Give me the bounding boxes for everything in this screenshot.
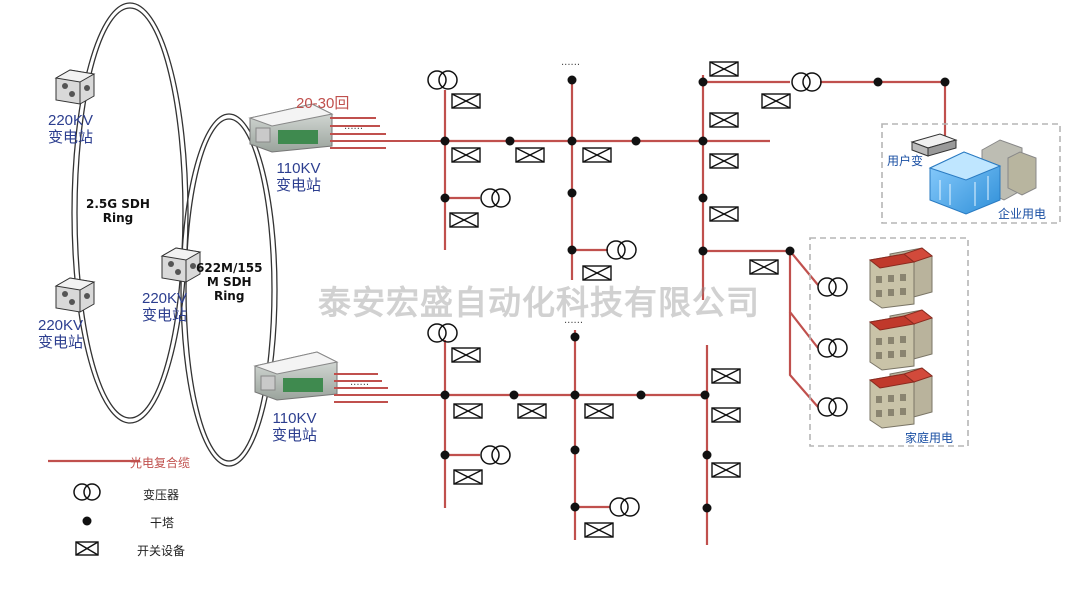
switch-icon [709, 112, 739, 128]
switch-icon [709, 153, 739, 169]
switch-icon [453, 469, 483, 485]
switch-icon [451, 93, 481, 109]
legend-cable-label: 光电复合缆 [130, 456, 191, 470]
switch-icon [709, 61, 739, 77]
inner-sdh-ring [180, 113, 278, 467]
sdh-node-icon [54, 69, 96, 105]
more-feeders-dots: ······ [344, 124, 363, 135]
switch-icon [517, 403, 547, 419]
switch-icon [582, 147, 612, 163]
switch-icon [584, 522, 614, 538]
circuits-count-label: 20-30回 [296, 95, 350, 112]
transformer-icon [817, 397, 848, 417]
legend-tower-label: 干塔 [150, 516, 175, 530]
enterprise-building-icon [928, 139, 1037, 215]
legend-switch-label: 开关设备 [137, 544, 186, 558]
sdh-node-icon [54, 277, 96, 313]
switch-icon [451, 347, 481, 363]
outer-sdh-ring [71, 2, 189, 424]
household-zone [809, 237, 969, 447]
transformers [427, 70, 848, 517]
substation-110kv-top-icon [248, 103, 334, 153]
switch-icon [749, 259, 779, 275]
transformer-icon [791, 72, 822, 92]
transformer-icon [609, 497, 640, 517]
switch-icon [711, 407, 741, 423]
switch-icon [451, 147, 481, 163]
enterprise-zone [881, 123, 1061, 224]
user-transformer-label: 用户变 [887, 154, 924, 168]
legend-symbols [48, 459, 140, 556]
more-feeders-dots: ······ [350, 380, 369, 391]
feeder-bundle-bottom [334, 373, 445, 403]
transformer-icon [480, 188, 511, 208]
switch-icon [75, 541, 99, 556]
switch-icon [711, 368, 741, 384]
switch-icon [582, 265, 612, 281]
continuation-dots: ······ [564, 318, 583, 329]
switch-devices [449, 61, 791, 538]
tower-nodes [440, 75, 950, 513]
switch-icon [453, 403, 483, 419]
household-buildings [868, 247, 934, 429]
feeder-bundle-top [330, 117, 445, 149]
transformer-icon [73, 483, 101, 501]
switch-icon [761, 93, 791, 109]
enterprise-label: 企业用电 [998, 207, 1047, 221]
transformer-icon [817, 338, 848, 358]
sdh-node-icon [160, 247, 202, 283]
tower-icon [82, 516, 92, 526]
switch-icon [709, 206, 739, 222]
substation-110kv-bottom-icon [253, 351, 339, 401]
legend-transformer-label: 变压器 [143, 488, 180, 502]
transformer-icon [427, 70, 458, 90]
watermark-text: 泰安宏盛自动化科技有限公司 [318, 283, 760, 322]
switch-icon [515, 147, 545, 163]
house-icon [868, 309, 934, 371]
switch-icon [711, 462, 741, 478]
transformer-icon [606, 240, 637, 260]
house-icon [868, 247, 934, 309]
transformer-icon [427, 323, 458, 343]
transformer-icon [817, 277, 848, 297]
user-transformer-icon [910, 133, 958, 157]
switch-icon [449, 212, 479, 228]
transformer-icon [480, 445, 511, 465]
switch-icon [584, 403, 614, 419]
house-icon [868, 367, 934, 429]
continuation-dots: ······ [561, 60, 580, 71]
household-label: 家庭用电 [905, 431, 954, 445]
bottom-feeder-network [443, 330, 709, 545]
